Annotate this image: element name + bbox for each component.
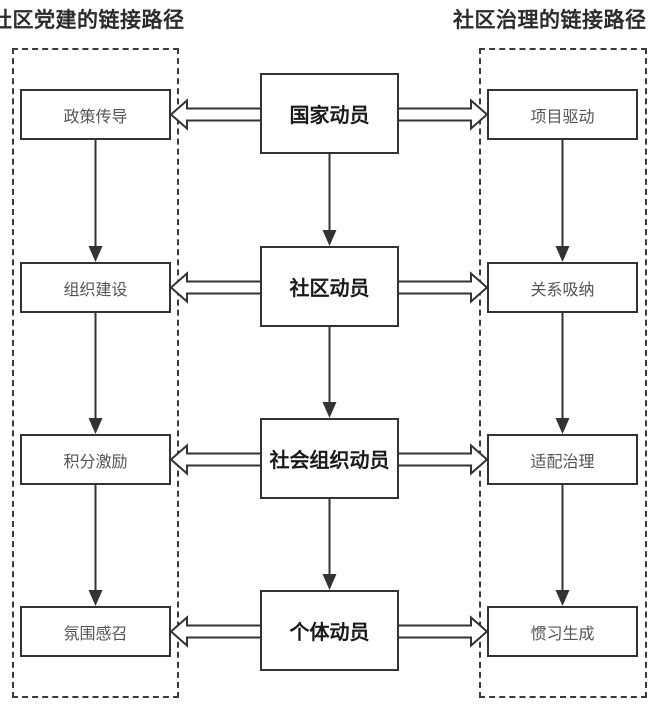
arrow-center-to-right-1 [398, 98, 489, 131]
node-relationship-absorption: 关系吸纳 [487, 262, 638, 313]
node-label: 社会组织动员 [269, 448, 390, 472]
node-label: 氛围感召 [63, 623, 128, 643]
arrow-center-down-1-head [322, 230, 337, 246]
node-individual-mobilization: 个体动员 [260, 590, 399, 671]
node-label: 社区动员 [289, 276, 370, 300]
arrow-left-down-2-head [88, 418, 103, 434]
arrow-left-down-3-head [88, 590, 103, 606]
arrow-center-to-left-3 [169, 443, 260, 476]
arrow-center-to-left-1 [169, 98, 260, 131]
arrow-center-to-right-3 [398, 443, 489, 476]
node-policy-transmission: 政策传导 [20, 89, 171, 140]
node-label: 政策传导 [63, 106, 128, 126]
node-points-incentive: 积分激励 [20, 434, 171, 485]
arrow-center-to-right-4 [398, 615, 489, 648]
node-label: 惯习生成 [530, 623, 595, 643]
arrow-center-down-3-head [322, 574, 337, 590]
arrow-center-to-left-2 [169, 271, 260, 304]
party-building-path-group [12, 48, 179, 698]
node-social-org-mobilization: 社会组织动员 [260, 418, 399, 499]
node-organization-building: 组织建设 [20, 262, 171, 313]
node-label: 个体动员 [289, 620, 370, 644]
arrow-left-down-1-head [88, 246, 103, 262]
node-atmosphere-appeal: 氛围感召 [20, 606, 171, 657]
arrow-center-to-left-4 [169, 615, 260, 648]
node-habitus-formation: 惯习生成 [487, 606, 638, 657]
node-label: 适配治理 [530, 451, 595, 471]
arrow-right-down-2-head [555, 418, 570, 434]
arrow-right-down-1-head [555, 246, 570, 262]
node-community-mobilization: 社区动员 [260, 246, 399, 327]
node-label: 积分激励 [63, 451, 128, 471]
community-governance-path-group [479, 48, 647, 698]
node-label: 组织建设 [63, 279, 128, 299]
node-state-mobilization: 国家动员 [260, 73, 399, 154]
arrow-center-down-2-head [322, 402, 337, 418]
left-path-title: 社区党建的链接路径 [0, 8, 185, 32]
node-label: 国家动员 [289, 103, 370, 127]
node-label: 项目驱动 [530, 106, 595, 126]
node-project-driven: 项目驱动 [487, 89, 638, 140]
node-label: 关系吸纳 [530, 279, 595, 299]
arrow-right-down-3-head [555, 590, 570, 606]
node-adaptive-governance: 适配治理 [487, 434, 638, 485]
right-path-title: 社区治理的链接路径 [453, 8, 647, 32]
arrow-center-to-right-2 [398, 271, 489, 304]
